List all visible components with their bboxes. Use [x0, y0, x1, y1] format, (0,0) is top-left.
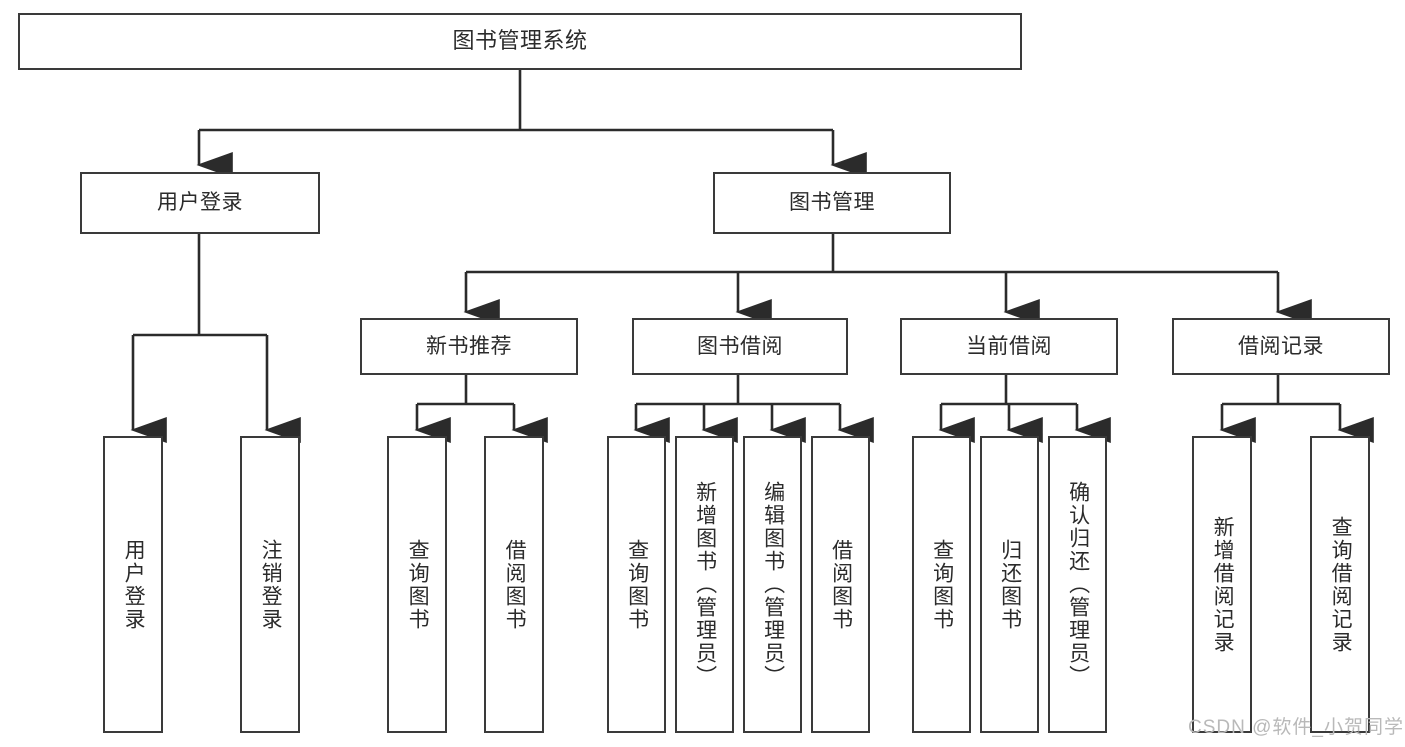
node-label: 新增图书（管理员）: [693, 481, 717, 688]
leaf-confirm-return-admin[interactable]: 确认归还（管理员）: [1048, 436, 1107, 733]
node-new-book-recommend[interactable]: 新书推荐: [360, 318, 578, 375]
node-label: 归还图书: [998, 538, 1022, 631]
node-label: 图书管理: [789, 191, 875, 215]
leaf-add-borrow-record[interactable]: 新增借阅记录: [1192, 436, 1252, 733]
leaf-query-borrow-record[interactable]: 查询借阅记录: [1310, 436, 1370, 733]
node-label: 用户登录: [122, 538, 146, 631]
node-current-borrow[interactable]: 当前借阅: [900, 318, 1118, 375]
leaf-user-logout[interactable]: 注销登录: [240, 436, 300, 733]
leaf-query-book-recommend[interactable]: 查询图书: [387, 436, 447, 733]
leaf-borrow-book[interactable]: 借阅图书: [811, 436, 870, 733]
node-user-login-group[interactable]: 用户登录: [80, 172, 320, 234]
node-label: 编辑图书（管理员）: [761, 481, 785, 688]
node-label: 借阅图书: [829, 538, 853, 631]
leaf-borrow-book-recommend[interactable]: 借阅图书: [484, 436, 544, 733]
node-label: 确认归还（管理员）: [1066, 481, 1090, 688]
leaf-add-book-admin[interactable]: 新增图书（管理员）: [675, 436, 734, 733]
csdn-watermark: CSDN @软件_小贺同学: [1188, 717, 1404, 738]
node-label: 查询图书: [930, 538, 954, 631]
leaf-edit-book-admin[interactable]: 编辑图书（管理员）: [743, 436, 802, 733]
node-book-borrow[interactable]: 图书借阅: [632, 318, 848, 375]
node-label: 新书推荐: [426, 334, 512, 358]
leaf-query-book-current[interactable]: 查询图书: [912, 436, 971, 733]
node-borrow-record[interactable]: 借阅记录: [1172, 318, 1390, 375]
leaf-return-book[interactable]: 归还图书: [980, 436, 1039, 733]
node-label: 查询图书: [406, 538, 430, 631]
node-label: 当前借阅: [966, 334, 1052, 358]
node-label: 图书借阅: [697, 334, 783, 358]
leaf-query-book-borrow[interactable]: 查询图书: [607, 436, 666, 733]
node-label: 借阅图书: [503, 538, 527, 631]
node-label: 借阅记录: [1238, 334, 1324, 358]
node-label: 图书管理系统: [452, 28, 588, 54]
node-label: 注销登录: [259, 538, 283, 631]
node-book-management[interactable]: 图书管理: [713, 172, 951, 234]
node-root-system[interactable]: 图书管理系统: [18, 13, 1022, 70]
node-label: 查询图书: [625, 538, 649, 631]
node-label: 用户登录: [157, 191, 243, 215]
leaf-user-login[interactable]: 用户登录: [103, 436, 163, 733]
node-label: 新增借阅记录: [1211, 515, 1235, 654]
node-label: 查询借阅记录: [1329, 515, 1353, 654]
